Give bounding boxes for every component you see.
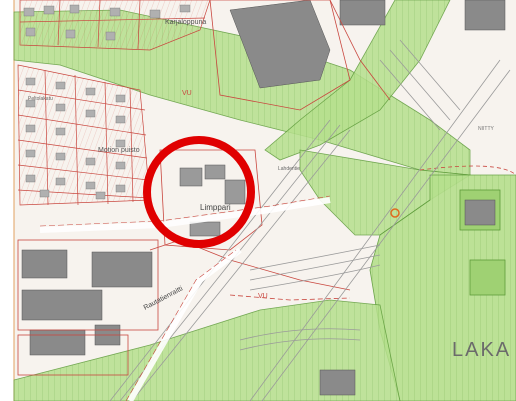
label-zone-vu-top: VU bbox=[182, 90, 192, 97]
roads bbox=[39, 197, 331, 401]
label-small-top-left: Peltolakatu bbox=[28, 96, 53, 102]
label-area: LAKA bbox=[452, 339, 511, 361]
building-top-large bbox=[229, 0, 331, 89]
buildings bbox=[21, 0, 506, 396]
label-zone-vu-bottom: VU bbox=[258, 293, 268, 300]
highlight-circle bbox=[143, 136, 255, 248]
label-area-right: NIITTY bbox=[478, 126, 494, 132]
label-street-center: Limppari bbox=[200, 203, 231, 212]
railway bbox=[109, 39, 511, 401]
point-marker bbox=[390, 208, 400, 218]
label-small-right: Lahdentie bbox=[278, 166, 300, 172]
label-park: Motion puisto bbox=[98, 147, 140, 154]
left-edge-strip bbox=[0, 0, 14, 401]
small-houses bbox=[23, 4, 191, 200]
label-street-top: Karjaloppuna bbox=[165, 19, 206, 26]
